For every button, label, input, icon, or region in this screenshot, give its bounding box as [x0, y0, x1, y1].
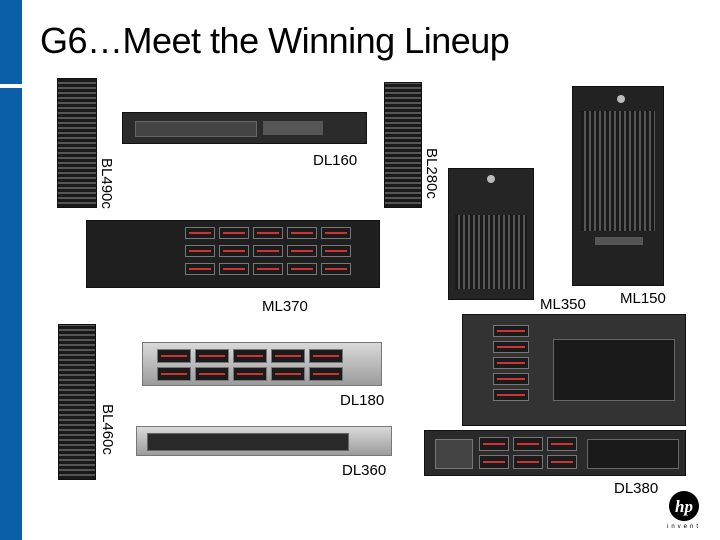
hp-tagline: invent	[666, 524, 701, 530]
bl460c-blade	[58, 324, 96, 480]
dl180-label: DL180	[340, 392, 385, 409]
ml150-label: ML150	[620, 290, 666, 307]
accent-bar	[0, 0, 22, 540]
bl460c-label: BL460c	[99, 404, 116, 455]
svg-text:hp: hp	[675, 497, 693, 516]
ml350-label: ML350	[540, 296, 586, 313]
dl180-server	[142, 342, 382, 386]
bl490c-label: BL490c	[98, 158, 115, 209]
bl280c-blade	[384, 82, 422, 208]
ml370-label: ML370	[262, 298, 308, 315]
bl280c-label: BL280c	[423, 148, 440, 199]
ml370-server	[86, 220, 380, 288]
accent-notch	[0, 84, 22, 88]
ml350-tower	[448, 168, 534, 300]
dl380-label: DL380	[614, 480, 659, 497]
dl160-label: DL160	[313, 152, 358, 169]
bl490c-blade	[57, 78, 97, 208]
dl380-server	[424, 430, 686, 476]
dl160-server	[122, 112, 367, 144]
large-rack-server	[462, 314, 686, 426]
dl360-label: DL360	[342, 462, 387, 479]
hp-logo-icon: hp	[664, 488, 704, 528]
dl360-server	[136, 426, 392, 456]
ml150-tower	[572, 86, 664, 286]
ml150-logo	[617, 95, 625, 103]
slide-title: G6…Meet the Winning Lineup	[40, 20, 510, 61]
ml350-logo	[487, 175, 495, 183]
